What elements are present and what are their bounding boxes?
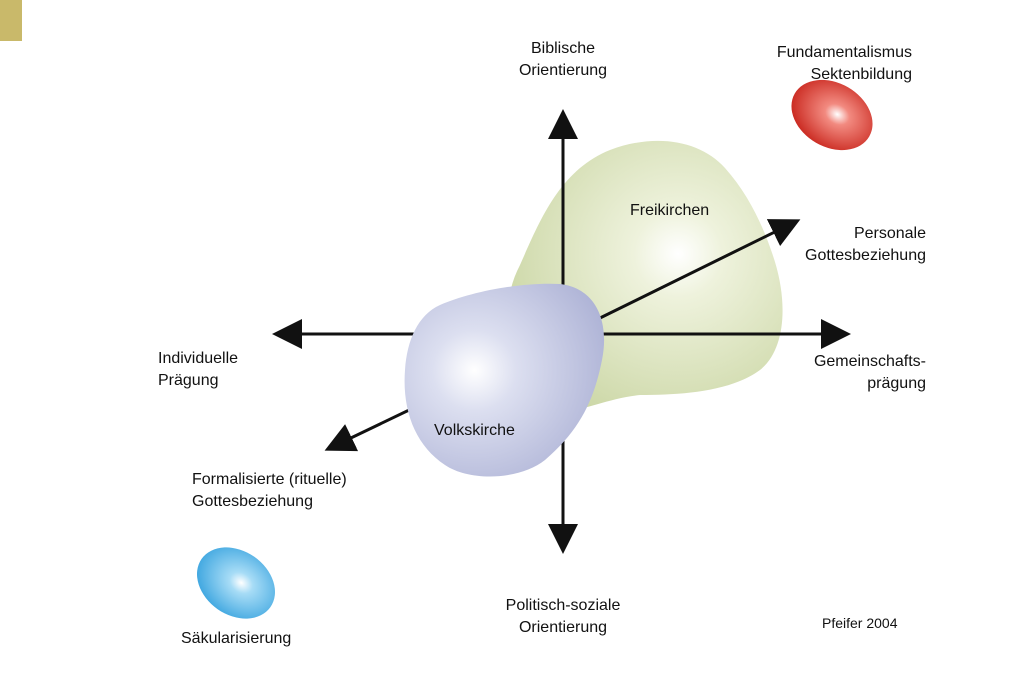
label-individuelle-praegung: Individuelle Prägung (158, 350, 239, 389)
label-credit: Pfeifer 2004 (822, 615, 898, 631)
label-politisch-soziale-orientierung: Politisch-soziale Orientierung (505, 597, 621, 636)
label-biblische-orientierung: Biblische Orientierung (518, 40, 608, 79)
fundamentalismus-blob (791, 79, 873, 151)
label-gemeinschaftspraegung: Gemeinschafts- prägung (813, 353, 926, 392)
label-formalisierte-gottesbeziehung: Formalisierte (rituelle) Gottesbeziehung (192, 471, 347, 510)
saekularisierung-blob (197, 547, 275, 619)
corner-tab (0, 0, 22, 41)
label-personale-gottesbeziehung: Personale Gottesbeziehung (805, 225, 926, 264)
label-fundamentalismus: Fundamentalismus Sektenbildung (776, 44, 912, 83)
label-volkskirche: Volkskirche (434, 422, 515, 439)
volkskirche-blob (404, 283, 605, 477)
label-saekularisierung: Säkularisierung (181, 630, 292, 647)
label-freikirchen: Freikirchen (630, 202, 710, 219)
axis-diagonal-upper-arrow (599, 219, 801, 320)
